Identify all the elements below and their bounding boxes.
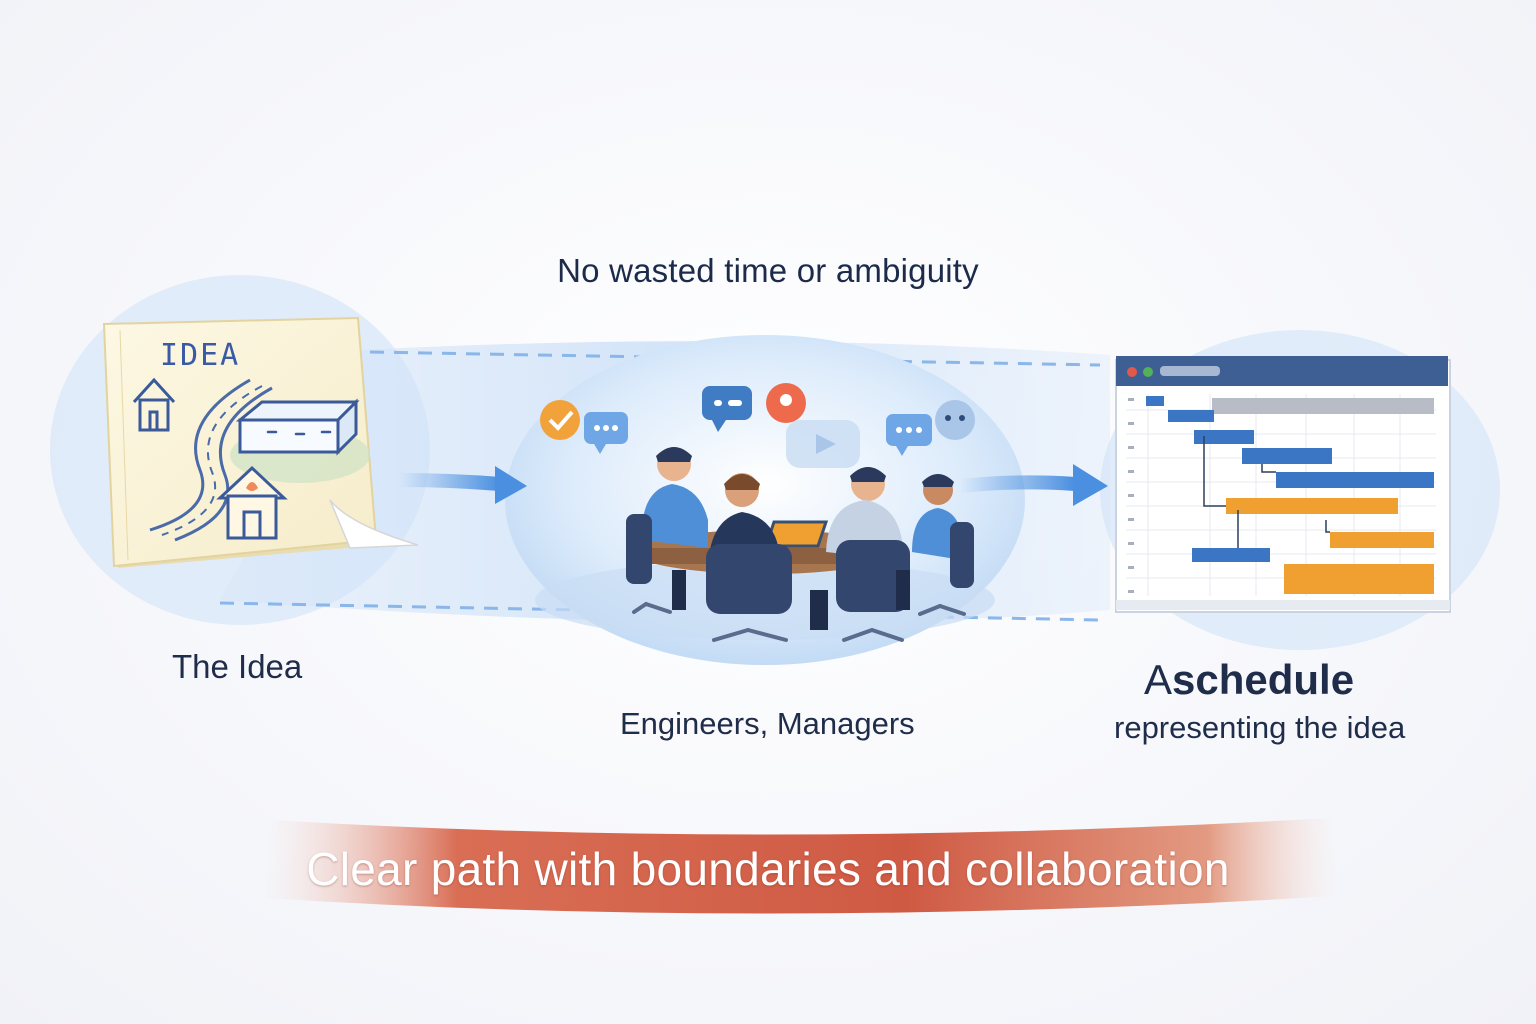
schedule-window xyxy=(1115,356,1451,613)
team-stage-label: Engineers, Managers xyxy=(620,706,915,741)
alert-bubble-icon xyxy=(766,383,806,423)
chat-bubble-icon xyxy=(702,386,752,432)
idea-note xyxy=(102,316,419,568)
chat-bubble-icon xyxy=(886,414,932,456)
banner-ribbon xyxy=(264,818,1336,914)
house-icon xyxy=(132,377,176,432)
meeting-scene xyxy=(626,447,974,642)
schedule-label-bold: schedule xyxy=(1172,656,1355,703)
chat-bubble-icon xyxy=(584,412,628,454)
idea-note-title: IDEA xyxy=(160,338,240,373)
schedule-stage-label: Aschedule xyxy=(1144,656,1354,704)
arrow-right-icon xyxy=(393,466,527,504)
check-bubble-icon xyxy=(540,400,580,440)
emoji-bubble-icon xyxy=(935,400,975,440)
road-icon xyxy=(149,378,251,532)
banner-text: Clear path with boundaries and collabora… xyxy=(306,843,1230,895)
person-engineer xyxy=(641,447,708,548)
schedule-label-prefix: A xyxy=(1144,656,1173,703)
schedule-stage-sublabel: representing the idea xyxy=(1114,710,1406,745)
headline: No wasted time or ambiguity xyxy=(557,252,979,289)
person-engineer xyxy=(912,474,962,560)
play-bubble-icon xyxy=(786,420,860,468)
brick-icon xyxy=(230,398,370,483)
arrow-right-icon xyxy=(953,464,1108,506)
idea-stage-label: The Idea xyxy=(172,648,303,685)
